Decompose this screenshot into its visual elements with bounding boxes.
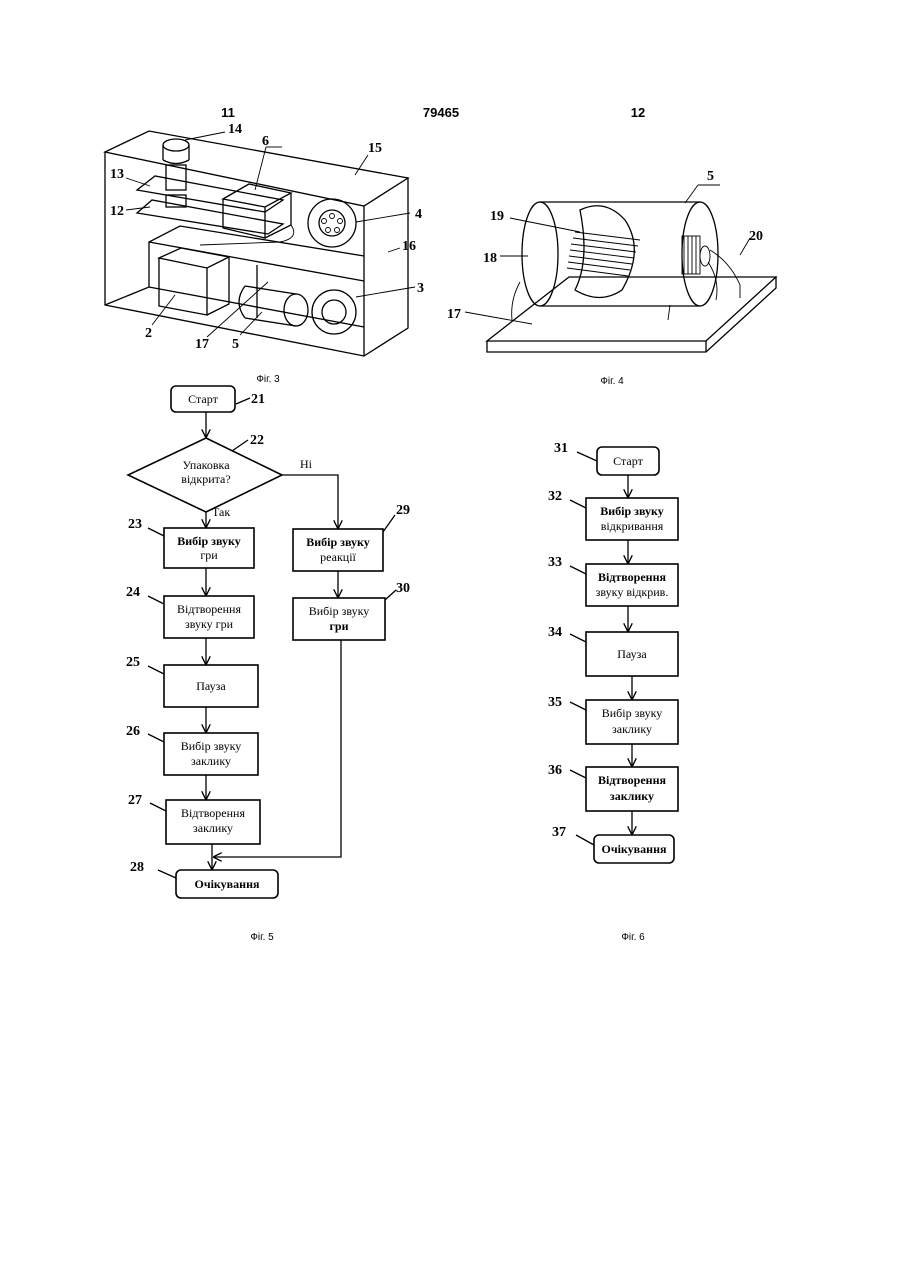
fig6-box-31-text: Старт [613, 454, 643, 468]
fig3-caption: Фіг. 3 [256, 374, 280, 385]
fig6-num-34: 34 [548, 625, 562, 640]
fig5-box-24-line1: Відтворення [177, 602, 241, 616]
fig6-box-35-line1: Вибір звуку [602, 706, 663, 720]
fig6-box-37-text: Очікування [602, 842, 667, 856]
fig5-decision-line2: відкрита? [181, 472, 230, 486]
fig6-num-35: 35 [548, 695, 562, 710]
fig5-box-28-text: Очікування [195, 877, 260, 891]
fig4-cylinder-drawing [465, 185, 776, 352]
fig5-flowchart: Старт 21 Упаковка відкрита? 22 Ні Так Ви… [126, 386, 410, 898]
fig5-box-25-text: Пауза [196, 679, 226, 693]
fig3-label-6: 6 [262, 134, 269, 149]
fig5-box-26-line2: заклику [191, 754, 231, 768]
fig6-num-36: 36 [548, 763, 562, 778]
fig5-num-23: 23 [128, 517, 142, 532]
fig4-label-17: 17 [447, 307, 461, 322]
fig5-num-25: 25 [126, 655, 140, 670]
fig4-label-20: 20 [749, 229, 763, 244]
fig3-label-12: 12 [110, 204, 124, 219]
fig3-label-3: 3 [417, 281, 424, 296]
fig3-label-5: 5 [232, 337, 239, 352]
fig4-label-19: 19 [490, 209, 504, 224]
fig5-box-29-line1: Вибір звуку [306, 535, 370, 549]
fig3-device-drawing [105, 131, 415, 356]
fig5-num-28: 28 [130, 860, 144, 875]
fig5-box-27-line2: заклику [193, 821, 233, 835]
fig5-num-22: 22 [250, 433, 264, 448]
fig5-num-21: 21 [251, 392, 265, 407]
fig6-caption: Фіг. 6 [621, 932, 645, 943]
fig3-label-2: 2 [145, 326, 152, 341]
fig6-flowchart: Старт 31 Вибір звуку відкривання 32 Відт… [548, 441, 678, 863]
fig5-box-30-line2: гри [329, 619, 348, 633]
fig5-num-27: 27 [128, 793, 142, 808]
fig5-box-26-line1: Вибір звуку [181, 739, 242, 753]
fig4-label-5: 5 [707, 169, 714, 184]
fig5-num-30: 30 [396, 581, 410, 596]
fig5-num-26: 26 [126, 724, 140, 739]
fig6-num-31: 31 [554, 441, 568, 456]
fig6-box-34-text: Пауза [617, 647, 647, 661]
fig3-label-16: 16 [402, 239, 416, 254]
fig6-box-36-line2: заклику [610, 789, 654, 803]
fig5-yes-label: Так [212, 505, 230, 519]
fig5-box-30-line1: Вибір звуку [309, 604, 370, 618]
fig5-decision-line1: Упаковка [182, 458, 230, 472]
fig4-label-18: 18 [483, 251, 497, 266]
fig5-start-text: Старт [188, 392, 218, 406]
fig6-num-33: 33 [548, 555, 562, 570]
fig6-box-32-line1: Вибір звуку [600, 504, 664, 518]
fig6-box-33-line1: Відтворення [598, 570, 667, 584]
fig6-box-33-line2: звуку відкрив. [596, 585, 669, 599]
fig6-box-32-line2: відкривання [601, 519, 664, 533]
fig3-label-15: 15 [368, 141, 382, 156]
fig6-box-35-line2: заклику [612, 722, 652, 736]
fig3-label-14: 14 [228, 122, 242, 137]
right-page-number: 12 [631, 105, 645, 120]
fig5-num-24: 24 [126, 585, 140, 600]
fig5-no-label: Ні [300, 457, 313, 471]
fig3-label-13: 13 [110, 167, 124, 182]
fig6-num-37: 37 [552, 825, 566, 840]
left-page-number: 11 [221, 105, 235, 120]
fig5-box-23-line1: Вибір звуку [177, 534, 241, 548]
fig5-caption: Фіг. 5 [250, 932, 274, 943]
fig5-box-29-line2: реакції [320, 550, 356, 564]
fig6-num-32: 32 [548, 489, 562, 504]
fig5-num-29: 29 [396, 503, 410, 518]
fig3-label-17: 17 [195, 337, 209, 352]
fig5-box-23-line2: гри [200, 548, 218, 562]
fig6-box-36-line1: Відтворення [598, 773, 667, 787]
fig5-box-27-line1: Відтворення [181, 806, 245, 820]
fig4-caption: Фіг. 4 [600, 376, 624, 387]
fig5-box-24-line2: звуку гри [185, 617, 234, 631]
fig3-label-4: 4 [415, 207, 422, 222]
document-number: 79465 [423, 105, 459, 120]
